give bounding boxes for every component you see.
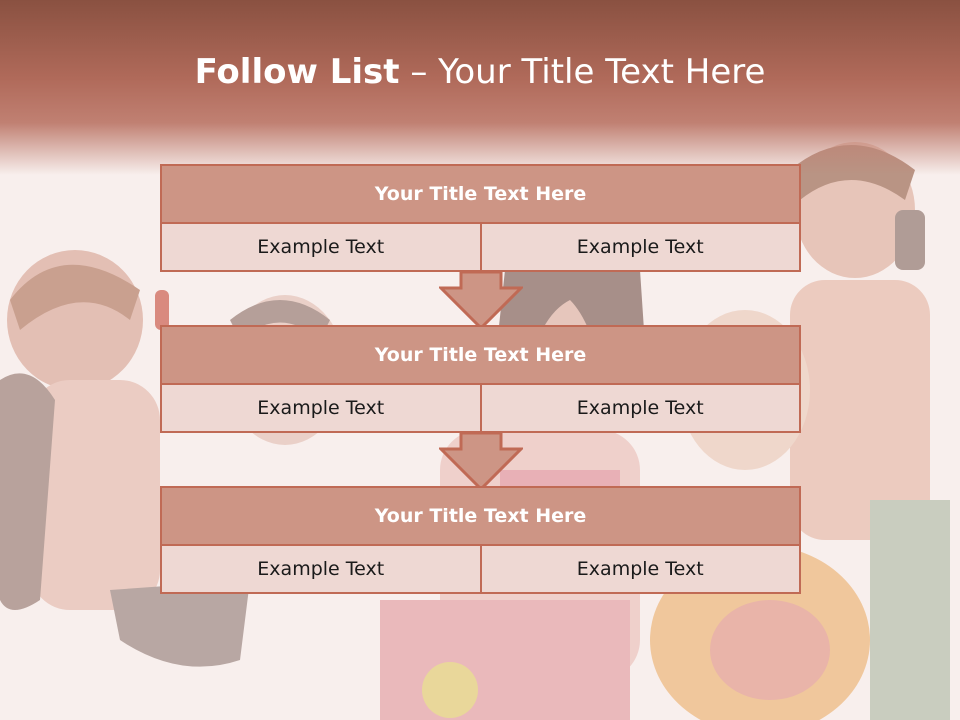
flow-step-row: Example Text Example Text	[162, 385, 799, 431]
flow-step-title: Your Title Text Here	[162, 488, 799, 546]
flow-step-3: Your Title Text Here Example Text Exampl…	[160, 486, 801, 594]
flow-step-1: Your Title Text Here Example Text Exampl…	[160, 164, 801, 272]
flow-step-title: Your Title Text Here	[162, 166, 799, 224]
flow-step-right-text: Example Text	[479, 546, 799, 592]
slide-title: Follow List – Your Title Text Here	[0, 52, 960, 92]
flow-step-right-text: Example Text	[479, 385, 799, 431]
flow-step-right-text: Example Text	[479, 224, 799, 270]
slide-title-subtitle: – Your Title Text Here	[399, 52, 766, 92]
flow-step-left-text: Example Text	[162, 385, 480, 431]
flow-step-title: Your Title Text Here	[162, 327, 799, 385]
header-band	[0, 0, 960, 175]
flow-step-left-text: Example Text	[162, 546, 480, 592]
flow-step-row: Example Text Example Text	[162, 224, 799, 270]
flow-step-2: Your Title Text Here Example Text Exampl…	[160, 325, 801, 433]
down-arrow-icon	[439, 270, 523, 330]
flow-step-row: Example Text Example Text	[162, 546, 799, 592]
slide-title-bold: Follow List	[194, 52, 400, 92]
down-arrow-icon	[439, 431, 523, 491]
flow-step-left-text: Example Text	[162, 224, 480, 270]
